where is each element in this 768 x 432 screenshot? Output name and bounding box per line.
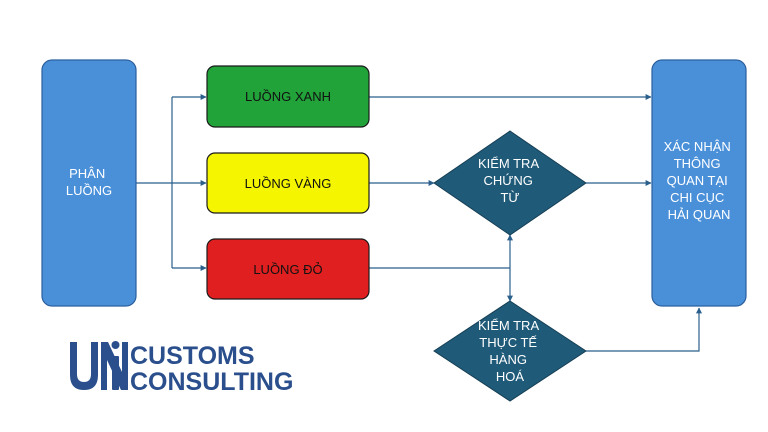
- node-luong-xanh: LUỒNG XANH: [206, 65, 370, 128]
- uni-logo-mark: [70, 341, 128, 390]
- node-luong-vang: LUỒNG VÀNG: [206, 152, 370, 214]
- luong-do-box: [206, 238, 370, 300]
- kiem-tra-chung-tu-diamond: [433, 130, 587, 236]
- connector-thucte-to-xacnhan: [586, 307, 702, 352]
- xac-nhan-line2: THÔNG: [674, 156, 721, 171]
- svg-text:PHÂN LUỒNG: PHÂN LUỒNG: [66, 166, 112, 198]
- xac-nhan-line4: CHI CỤC: [670, 190, 724, 205]
- xac-nhan-box: [651, 59, 747, 307]
- kiem-tra-thuc-te-line1: KIỂM TRA: [478, 318, 539, 333]
- node-phan-luong: PHÂN LUỒNG: [41, 59, 137, 307]
- kiem-tra-thuc-te-line2: THỰC TẾ: [479, 335, 537, 350]
- node-luong-do: LUỒNG ĐỎ: [206, 238, 370, 300]
- kiem-tra-chung-tu-line3: TỪ: [500, 190, 519, 205]
- logo-line1: CUSTOMS: [130, 342, 255, 370]
- node-kiem-tra-chung-tu: KIỂM TRA CHỨNG TỪ: [433, 130, 587, 236]
- phan-luong-line2: LUỒNG: [66, 183, 112, 198]
- node-xac-nhan: XÁC NHẬN THÔNG QUAN TẠI CHI CỤC HẢI QUAN: [651, 59, 747, 307]
- luong-vang-box: [206, 152, 370, 214]
- xac-nhan-line5: HẢI QUAN: [668, 207, 731, 222]
- xac-nhan-line1: XÁC NHẬN: [664, 139, 731, 154]
- phan-luong-line1: PHÂN: [69, 166, 105, 181]
- phan-luong-box: [41, 59, 137, 307]
- luong-xanh-label: LUỒNG XANH: [245, 89, 331, 104]
- svg-text:XÁC NHẬN THÔNG QUA: XÁC NHẬN THÔNG QUAN TẠI CHI CỤC HẢI QUAN: [664, 139, 735, 222]
- luong-do-label: LUỒNG ĐỎ: [253, 262, 322, 277]
- kiem-tra-thuc-te-diamond: [433, 300, 587, 402]
- svg-text:KIỂM TRA THỰC TẾ H: KIỂM TRA THỰC TẾ HÀNG HOÁ: [478, 318, 542, 384]
- xac-nhan-line3: QUAN TẠI: [667, 173, 728, 188]
- node-kiem-tra-thuc-te: KIỂM TRA THỰC TẾ HÀNG HOÁ: [433, 300, 587, 402]
- logo-line2: CONSULTING: [130, 368, 293, 396]
- kiem-tra-chung-tu-line1: KIỂM TRA: [478, 156, 539, 171]
- svg-text:KIỂM TRA CHỨNG TỪ: KIỂM TRA CHỨNG TỪ: [478, 156, 542, 205]
- luong-vang-label: LUỒNG VÀNG: [245, 176, 332, 191]
- kiem-tra-thuc-te-line3: HÀNG: [489, 352, 527, 367]
- kiem-tra-thuc-te-line4: HOÁ: [496, 369, 525, 384]
- luong-xanh-box: [206, 65, 370, 128]
- kiem-tra-chung-tu-line2: CHỨNG: [483, 173, 532, 188]
- connectors: [136, 94, 702, 352]
- uni-customs-logo: CUSTOMS CONSULTING: [70, 341, 293, 396]
